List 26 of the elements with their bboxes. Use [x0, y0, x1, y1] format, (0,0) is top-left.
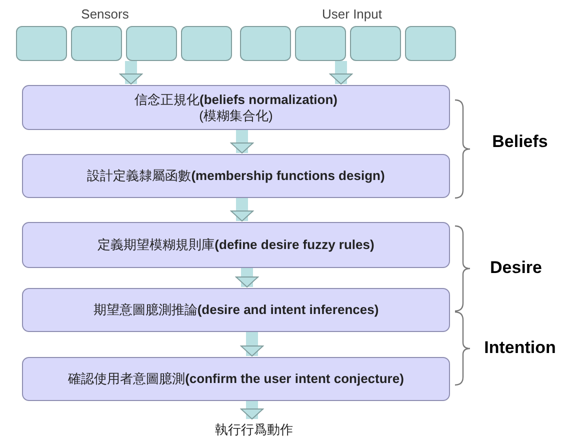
input-box: [71, 26, 122, 61]
process-box: 信念正規化(beliefs normalization) (模糊集合化): [22, 85, 450, 130]
block-arrow: [330, 61, 352, 84]
output-text: 執行行爲動作: [214, 420, 294, 440]
stage-label: Intention: [484, 338, 556, 358]
block-arrow: [230, 130, 254, 154]
process-box: 設計定義隸屬函數(membership functions design): [22, 154, 450, 198]
input-box: [405, 26, 456, 61]
group-label: Sensors: [81, 6, 129, 22]
group-label: User Input: [322, 6, 382, 22]
input-box: [295, 26, 346, 61]
block-arrow: [236, 268, 258, 288]
input-box: [181, 26, 232, 61]
stage-label: Desire: [490, 258, 542, 278]
input-box: [240, 26, 291, 61]
process-box: 定義期望模糊規則庫(define desire fuzzy rules): [22, 222, 450, 268]
process-box: 確認使用者意圖臆測(confirm the user intent conjecture): [22, 357, 450, 401]
input-box: [16, 26, 67, 61]
process-box: 期望意圖臆測推論(desire and intent inferences): [22, 288, 450, 332]
stage-label: Beliefs: [492, 132, 548, 152]
input-box: [350, 26, 401, 61]
block-arrow: [120, 61, 142, 84]
block-arrow: [230, 198, 254, 222]
input-box: [126, 26, 177, 61]
block-arrow: [240, 401, 264, 420]
block-arrow: [240, 332, 264, 356]
